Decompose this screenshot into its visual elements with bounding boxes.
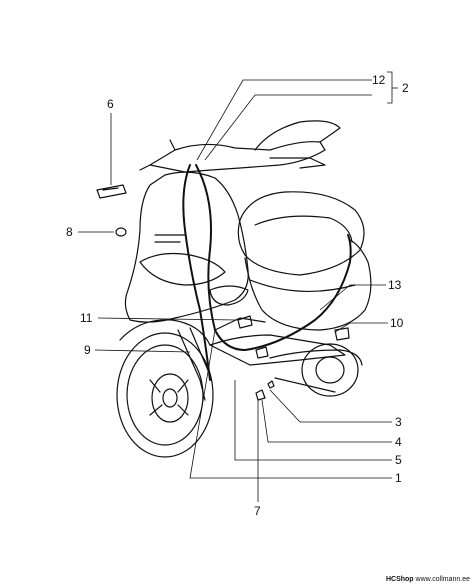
wiring-harness xyxy=(182,164,211,381)
callout-3: 3 xyxy=(395,415,402,429)
callout-12: 12 xyxy=(372,73,386,87)
front-wheel xyxy=(116,332,214,458)
part-8-ring xyxy=(115,227,127,237)
callout-8: 8 xyxy=(66,225,73,239)
rear-body xyxy=(244,239,372,331)
callout-13: 13 xyxy=(388,278,402,292)
callout-5: 5 xyxy=(395,453,402,467)
footer-credit: HCShop www.collmann.ee xyxy=(386,576,470,583)
part-6-clip xyxy=(96,184,127,199)
part-7-plug xyxy=(255,389,266,401)
callout-1: 1 xyxy=(395,471,402,485)
callout-2: 2 xyxy=(402,81,409,95)
callout-10: 10 xyxy=(390,316,404,330)
callout-11: 11 xyxy=(80,311,93,325)
callout-7: 7 xyxy=(254,504,261,518)
headlight xyxy=(139,252,226,286)
footer-url[interactable]: www.collmann.ee xyxy=(415,576,470,583)
front-fender xyxy=(119,319,211,346)
seat xyxy=(237,191,365,276)
callout-6: 6 xyxy=(107,97,114,111)
footer-brand: HCShop xyxy=(385,576,414,583)
rear-engine xyxy=(269,343,363,397)
handlebar xyxy=(149,141,326,173)
floorboard xyxy=(209,334,346,366)
callout-4: 4 xyxy=(395,435,402,449)
front-fork xyxy=(177,327,211,401)
callout-9: 9 xyxy=(84,343,91,357)
